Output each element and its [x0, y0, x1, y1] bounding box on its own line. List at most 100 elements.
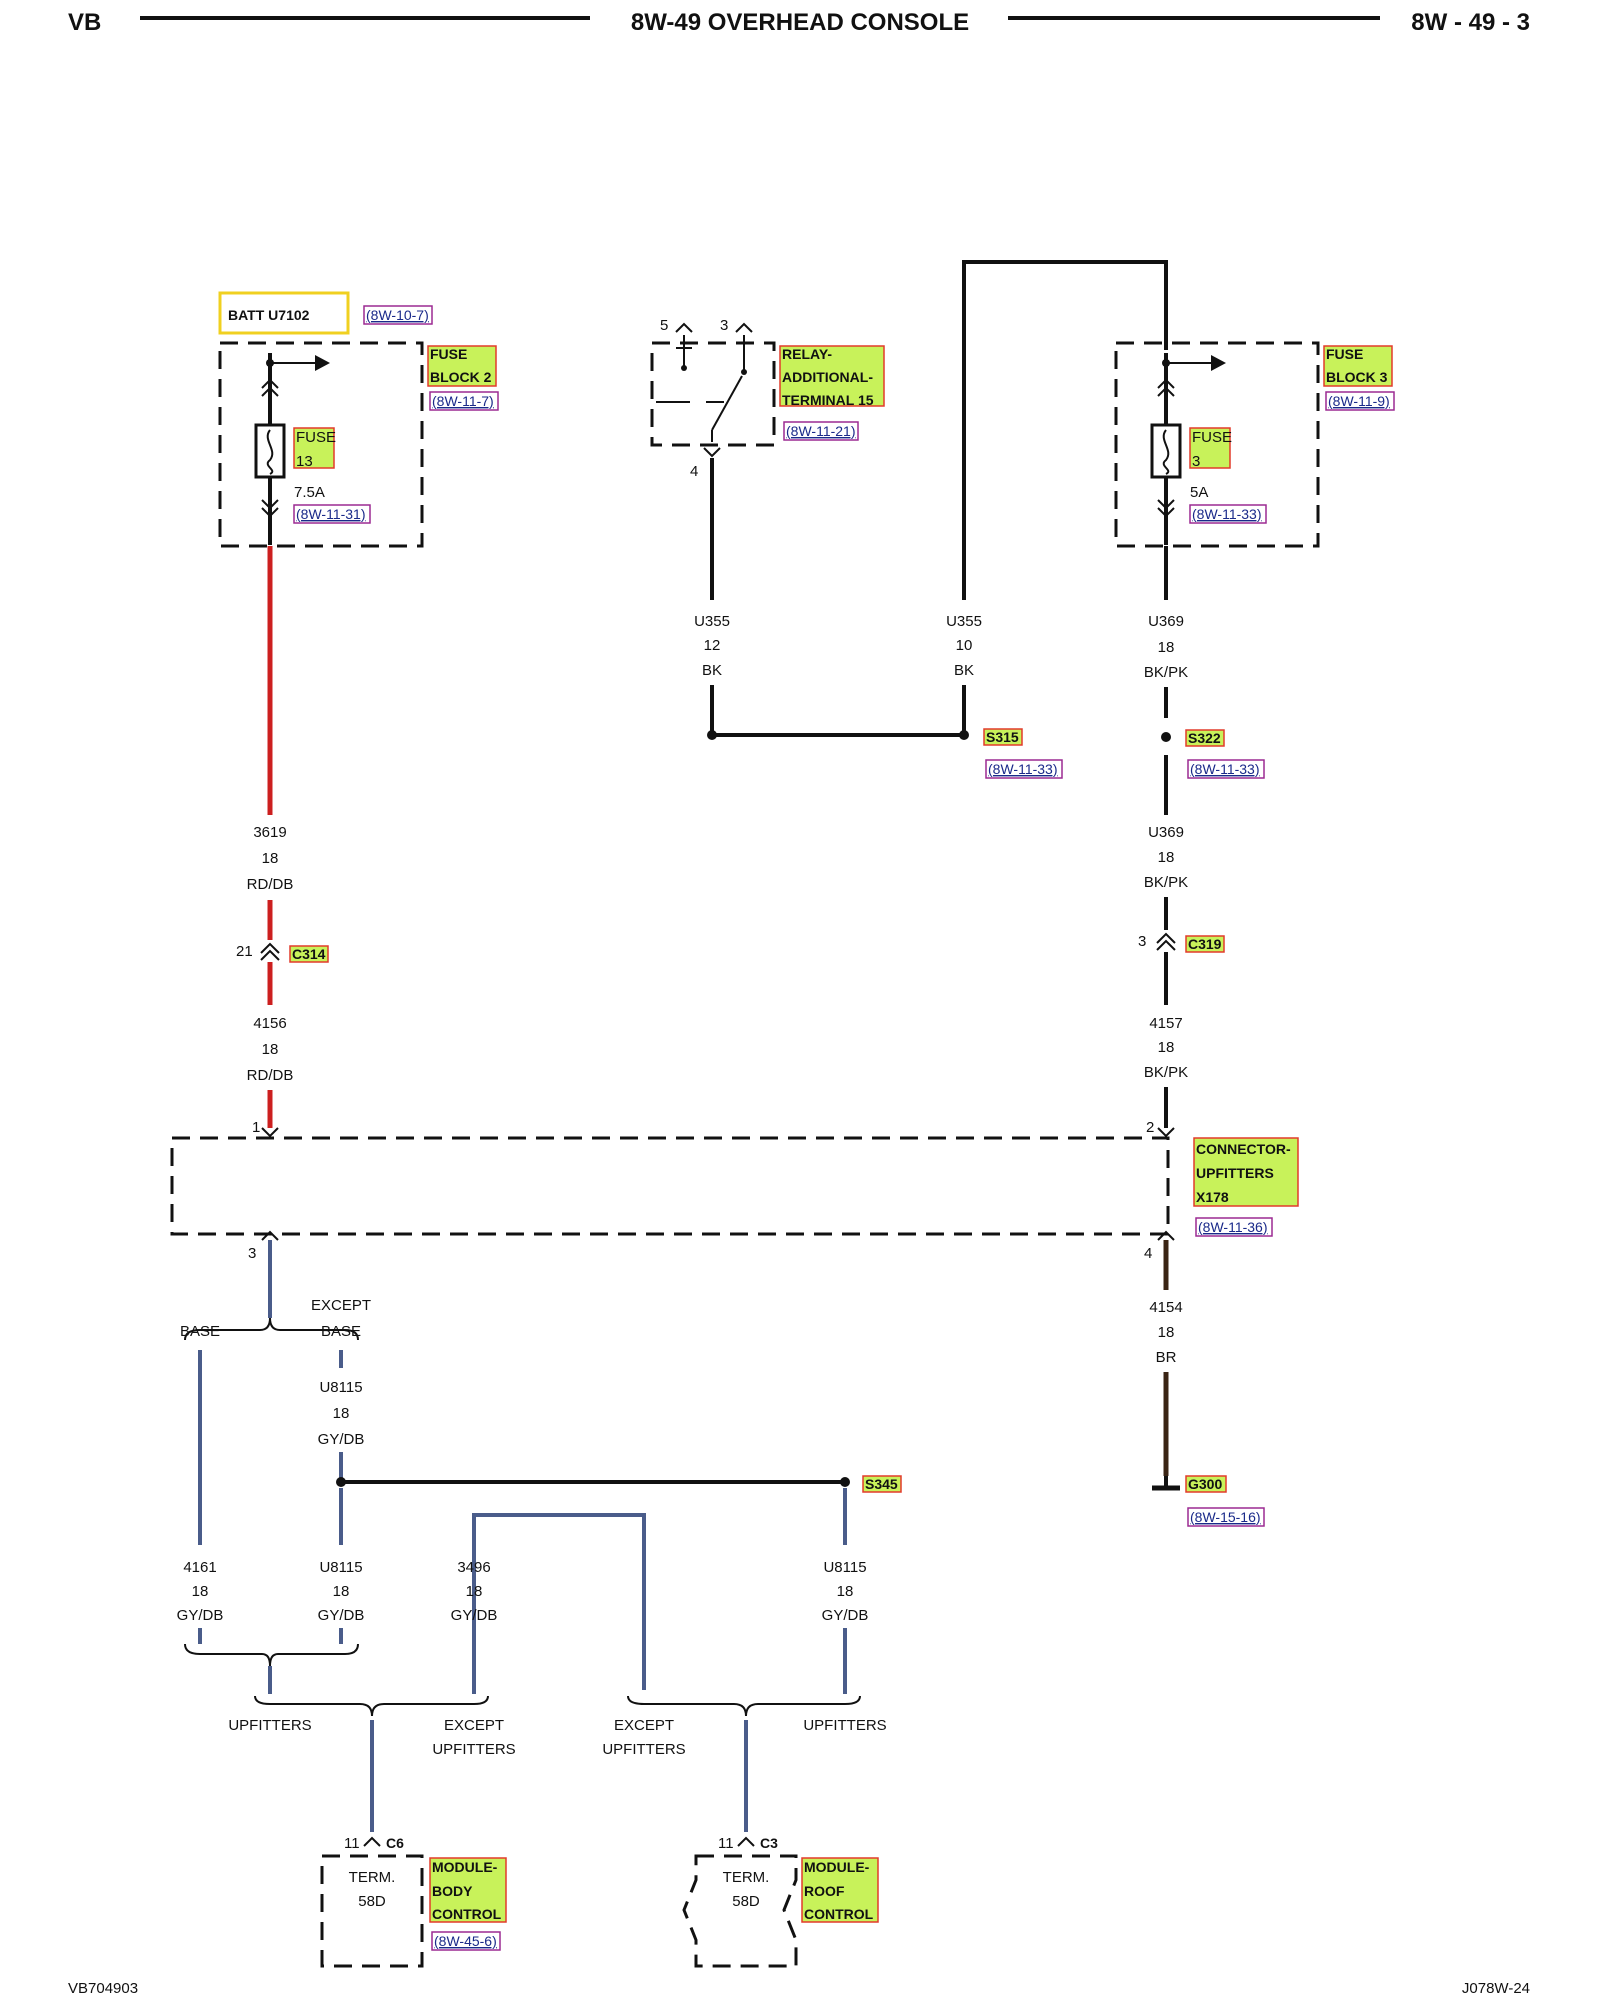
fuse-3-label-1: FUSE [1192, 429, 1232, 446]
svg-text:U8115: U8115 [823, 1559, 866, 1576]
fuse-13-ref: (8W-11-31) [296, 506, 366, 522]
wire-4154-group: 4154 18 BR G300 (8W-15-16) [1149, 1240, 1265, 1527]
fuse-3-ref: (8W-11-33) [1192, 506, 1262, 522]
svg-text:3619: 3619 [253, 824, 286, 841]
branch-except-upfitters-left-2: UPFITTERS [432, 1741, 515, 1758]
svg-text:4: 4 [1144, 1245, 1152, 1262]
branch-upfitters-left-bracket [254, 1695, 489, 1717]
svg-text:GY/DB: GY/DB [822, 1607, 869, 1624]
branch-except-base-2: BASE [321, 1323, 361, 1340]
svg-text:C6: C6 [386, 1835, 404, 1851]
c314-label: C314 [292, 946, 326, 962]
splice-s322-icon [1161, 732, 1171, 742]
svg-text:3: 3 [248, 1245, 256, 1262]
svg-text:18: 18 [262, 1041, 279, 1058]
ground-ref: (8W-15-16) [1190, 1509, 1261, 1525]
svg-text:GY/DB: GY/DB [177, 1607, 224, 1624]
branch-upfitters-left: UPFITTERS [228, 1717, 311, 1734]
branch-except-base-1: EXCEPT [311, 1297, 371, 1314]
relay-ref: (8W-11-21) [786, 423, 856, 439]
batt-label: BATT U7102 [228, 307, 310, 323]
svg-text:BR: BR [1156, 1349, 1177, 1366]
svg-text:18: 18 [333, 1405, 350, 1422]
svg-text:C3: C3 [760, 1835, 778, 1851]
relay-additional-terminal-15: 5 3 4 RELAY- ADDITIONAL- TERMINAL 15 (8W… [650, 317, 885, 480]
svg-text:18: 18 [1158, 1324, 1175, 1341]
x178-ref: (8W-11-36) [1198, 1219, 1268, 1235]
branch-base-bracket [184, 1317, 359, 1341]
module-body-title-2: BODY [432, 1883, 473, 1899]
module-roof-title-1: MODULE- [804, 1859, 870, 1875]
svg-text:4: 4 [690, 463, 698, 480]
header-left: VB [68, 9, 101, 36]
splice-s345-icon [840, 1477, 850, 1487]
fuse-block-3-title-2: BLOCK 3 [1326, 369, 1388, 385]
fuse-13-tag-box [293, 427, 335, 469]
batt-ref-box [363, 305, 433, 325]
svg-text:TERM.: TERM. [723, 1869, 770, 1886]
svg-text:18: 18 [333, 1583, 350, 1600]
svg-text:18: 18 [262, 850, 279, 867]
fuse-13-icon [254, 423, 286, 479]
svg-text:U369: U369 [1148, 824, 1184, 841]
svg-text:U355: U355 [946, 613, 982, 630]
fuse-block-2-title-2: BLOCK 2 [430, 369, 492, 385]
s345-label: S345 [865, 1476, 898, 1492]
relay-title-2: ADDITIONAL- [782, 369, 873, 385]
x178-title-2: UPFITTERS [1196, 1165, 1274, 1181]
x178-boundary [170, 1136, 1170, 1236]
svg-text:U8115: U8115 [319, 1559, 362, 1576]
module-roof-boundary [682, 1854, 798, 1968]
module-body-title-1: MODULE- [432, 1859, 498, 1875]
module-body-ref: (8W-45-6) [434, 1933, 497, 1949]
batt-label-box [218, 291, 350, 335]
svg-text:11: 11 [344, 1835, 360, 1852]
svg-text:GY/DB: GY/DB [318, 1607, 365, 1624]
fuse-block-2-boundary [218, 341, 424, 548]
fuse-block-3: FUSE 3 5A (8W-11-33) FUSE BLOCK 3 (8W-11… [1114, 341, 1395, 548]
fuse-block-2-ref: (8W-11-7) [432, 393, 494, 409]
connector-upfitters-x178: 1 2 3 4 CONNECTOR- UPFITTERS X178 (8W-11… [170, 1119, 1299, 1262]
svg-text:BK: BK [702, 662, 722, 679]
fuse-block-2: BATT U7102 (8W-10-7) FUSE 13 7.5A (8W-11… [218, 291, 499, 548]
branch-base: BASE [180, 1323, 220, 1340]
svg-text:RD/DB: RD/DB [247, 876, 294, 893]
svg-text:RD/DB: RD/DB [247, 1067, 294, 1084]
arrow-right-icon [1211, 355, 1226, 371]
wire-3619-group: 3619 18 RD/DB 21 C314 4156 18 RD/DB [236, 546, 329, 1128]
svg-text:BK: BK [954, 662, 974, 679]
s322-ref: (8W-11-33) [1190, 761, 1260, 777]
module-body-control: 11 C6 TERM. 58D MODULE- BODY CONTROL (8W… [320, 1835, 507, 1968]
branch-upfitters-right-bracket [627, 1695, 861, 1717]
svg-text:4161: 4161 [183, 1559, 216, 1576]
page-title: 8W-49 OVERHEAD CONSOLE [631, 9, 969, 36]
svg-text:11: 11 [718, 1835, 734, 1852]
ground-label: G300 [1188, 1476, 1222, 1492]
footer-left: VB704903 [68, 1980, 138, 1997]
svg-text:BK/PK: BK/PK [1144, 1064, 1188, 1081]
connector-c314-icon [260, 942, 280, 954]
s315-label: S315 [986, 729, 1019, 745]
module-roof-title-2: ROOF [804, 1883, 845, 1899]
svg-text:U369: U369 [1148, 613, 1184, 630]
svg-text:1: 1 [252, 1119, 260, 1136]
footer-right: J078W-24 [1462, 1980, 1530, 1997]
svg-text:10: 10 [956, 637, 973, 654]
s322-label: S322 [1188, 730, 1221, 746]
svg-text:BK/PK: BK/PK [1144, 874, 1188, 891]
wire-u355-group: U355 12 BK U355 10 BK S315 (8W-11-33) [694, 260, 1168, 779]
fuse-block-3-title-1: FUSE [1326, 346, 1363, 362]
svg-text:2: 2 [1146, 1119, 1154, 1136]
wire-u8115-group: BASE EXCEPT BASE U8115 18 GY/DB S345 416… [177, 1240, 902, 1832]
x178-title-3: X178 [1196, 1189, 1229, 1205]
module-body-title-3: CONTROL [432, 1906, 502, 1922]
relay-switch-icon [711, 375, 743, 431]
relay-title-3: TERMINAL 15 [782, 392, 874, 408]
x178-title-1: CONNECTOR- [1196, 1141, 1291, 1157]
svg-text:3: 3 [720, 317, 728, 334]
svg-text:4156: 4156 [253, 1015, 286, 1032]
svg-text:18: 18 [192, 1583, 209, 1600]
connector-c319-icon [1156, 932, 1176, 944]
fuse-block-3-ref: (8W-11-9) [1328, 393, 1390, 409]
